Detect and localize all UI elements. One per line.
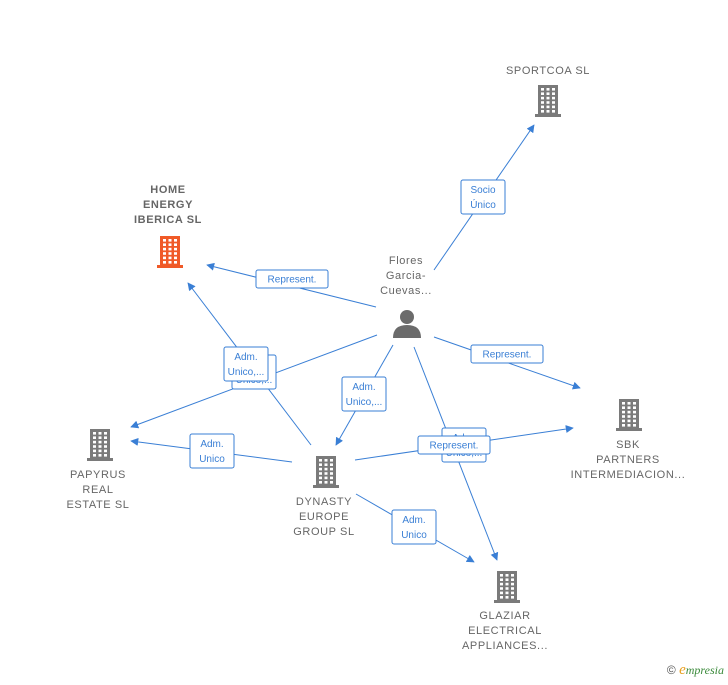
edge-label-box (417, 435, 491, 455)
node-label: EUROPE (299, 511, 349, 523)
node-papyrus[interactable]: PAPYRUS REAL ESTATE SL (66, 429, 129, 511)
edge-label-text: Único (470, 198, 496, 211)
node-label: APPLIANCES... (462, 640, 548, 652)
node-label: Cuevas... (380, 285, 432, 297)
edge-label-text: Represent. (430, 441, 479, 452)
node-label: INTERMEDIACION... (571, 469, 686, 481)
edge-label-text: Unico (401, 530, 427, 541)
copyright-symbol: © (666, 663, 676, 677)
edge-label-box (255, 269, 329, 289)
building-icon (535, 85, 561, 117)
node-label: SPORTCOA SL (506, 65, 590, 77)
node-label: DYNASTY (296, 496, 352, 508)
edge-label-text: Represent. (483, 350, 532, 361)
building-icon (494, 571, 520, 603)
node-label: IBERICA SL (134, 214, 202, 226)
node-sportcoa[interactable]: SPORTCOA SL (506, 65, 590, 117)
edge-label-box (470, 344, 544, 364)
node-label: GLAZIAR (479, 610, 530, 622)
edge-label-dynasty-sbk[interactable]: Represent. (417, 435, 491, 455)
node-label: Flores (389, 255, 423, 267)
node-home[interactable]: HOME ENERGY IBERICA SL (134, 184, 202, 268)
building-icon (313, 456, 339, 488)
edge-label-box (391, 509, 437, 545)
node-label: PAPYRUS (70, 469, 126, 481)
edge-label-box (341, 376, 387, 412)
building-icon (616, 399, 642, 431)
edge-label-text: Unico,... (228, 367, 265, 378)
node-label: ENERGY (143, 199, 193, 211)
node-label: REAL (82, 484, 113, 496)
edge-label-person-sbk[interactable]: Represent. (470, 344, 544, 364)
edge-label-person-home[interactable]: Represent. (255, 269, 329, 289)
edge-label-text: Adm. (234, 352, 257, 363)
node-label: PARTNERS (596, 454, 660, 466)
edge-label-box (460, 179, 506, 215)
edge-label-text: Represent. (268, 275, 317, 286)
edge-label-text: Adm. (352, 382, 375, 393)
edge-label-box (223, 346, 269, 382)
node-label: HOME (150, 184, 185, 196)
edge-label-dynasty-glaziar[interactable]: Adm. Unico (391, 509, 437, 545)
edge-label-text: Adm. (402, 515, 425, 526)
node-label: ELECTRICAL (468, 625, 542, 637)
edge-label-dynasty-papyrus[interactable]: Adm. Unico (189, 433, 235, 469)
building-icon (157, 236, 183, 268)
node-sbk[interactable]: SBK PARTNERS INTERMEDIACION... (571, 399, 686, 481)
node-glaziar[interactable]: GLAZIAR ELECTRICAL APPLIANCES... (462, 571, 548, 652)
edge-label-text: Socio (470, 185, 495, 196)
node-label: GROUP SL (293, 526, 354, 538)
node-label: Garcia- (386, 270, 426, 282)
edge-label-person-dynasty[interactable]: Adm. Unico,... (341, 376, 387, 412)
node-dynasty[interactable]: DYNASTY EUROPE GROUP SL (293, 456, 354, 538)
edge-label-box (189, 433, 235, 469)
building-icon (87, 429, 113, 461)
brand-footer: © empresia (667, 662, 724, 679)
edge-label-dynasty-home[interactable]: Adm. Unico,... (223, 346, 269, 382)
brand-name: mpresia (685, 663, 724, 677)
brand-initial: e (679, 662, 686, 678)
node-label: ESTATE SL (66, 499, 129, 511)
edge-label-text: Unico,... (346, 397, 383, 408)
node-label: SBK (616, 439, 640, 451)
edge-label-text: Unico (199, 454, 225, 465)
edge-label-text: Adm. (200, 439, 223, 450)
edges-layer (130, 124, 581, 563)
person-icon (393, 310, 421, 338)
